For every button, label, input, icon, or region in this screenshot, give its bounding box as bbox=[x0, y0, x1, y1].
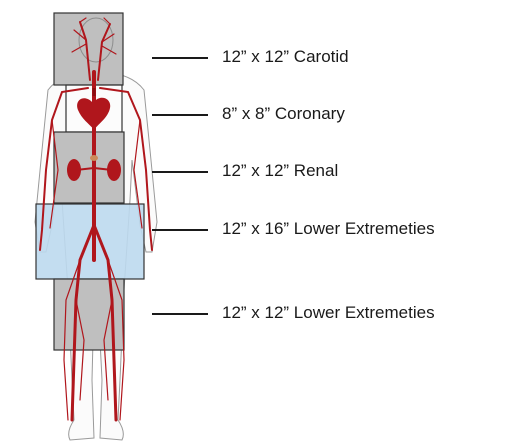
coronary-label: 8” x 8” Coronary bbox=[222, 104, 345, 124]
renal-label: 12” x 12” Renal bbox=[222, 161, 338, 181]
carotid-leader-line bbox=[152, 57, 208, 59]
carotid-label: 12” x 12” Carotid bbox=[222, 47, 349, 67]
renal-leader-line bbox=[152, 171, 208, 173]
lower-extremities-16-leader-line bbox=[152, 229, 208, 231]
lower-extremities-12-leader-line bbox=[152, 313, 208, 315]
lower-extremities-16-label: 12” x 16” Lower Extremeties bbox=[222, 219, 435, 239]
coronary-leader-line bbox=[152, 114, 208, 116]
lower-extremities-12-label: 12” x 12” Lower Extremeties bbox=[222, 303, 435, 323]
